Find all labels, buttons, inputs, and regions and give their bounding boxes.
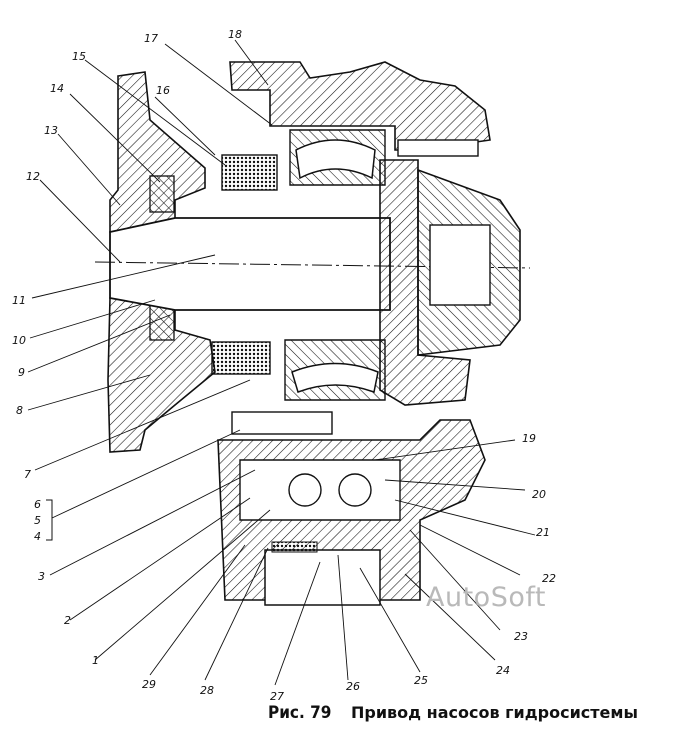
leader-lines [27,39,536,686]
watermark: AutoSoft [426,582,546,613]
callout-label-11: 11 [12,294,26,307]
callout-label-9: 9 [18,366,25,379]
callout-label-4: 4 [34,530,41,543]
callout-label-13: 13 [44,124,58,137]
callout-label-6: 6 [34,498,41,511]
callout-label-24: 24 [496,664,510,677]
left-flange [107,71,216,453]
gear-wheel [379,159,521,406]
callout-label-7: 7 [24,468,31,481]
callout-label-22: 22 [542,572,556,585]
callout-label-3: 3 [38,570,45,583]
figure-title: Привод насосов гидросистемы [350,703,638,722]
callout-label-29: 29 [142,678,156,691]
callout-label-27: 27 [270,690,284,703]
callout-label-5: 5 [34,514,41,527]
callout-label-23: 23 [514,630,528,643]
callout-label-2: 2 [64,614,71,627]
callout-label-19: 19 [522,432,536,445]
callout-label-14: 14 [50,82,64,95]
callout-label-16: 16 [156,84,170,97]
callout-label-15: 15 [72,50,86,63]
callout-label-26: 26 [346,680,360,693]
callout-bracket [46,499,53,541]
figure-caption: Рис. 79 Привод насосов гидросистемы [268,703,638,723]
figure-number: Рис. 79 [268,703,332,723]
callout-label-21: 21 [536,526,550,539]
callout-label-12: 12 [26,170,40,183]
callout-label-10: 10 [12,334,26,347]
upper-housing [221,61,491,191]
lower-housing [211,339,486,606]
callout-label-28: 28 [200,684,214,697]
callout-label-18: 18 [228,28,242,41]
callout-label-1: 1 [92,654,99,667]
callout-label-25: 25 [414,674,428,687]
callout-label-20: 20 [532,488,546,501]
callout-label-8: 8 [16,404,23,417]
callout-label-17: 17 [144,32,158,45]
